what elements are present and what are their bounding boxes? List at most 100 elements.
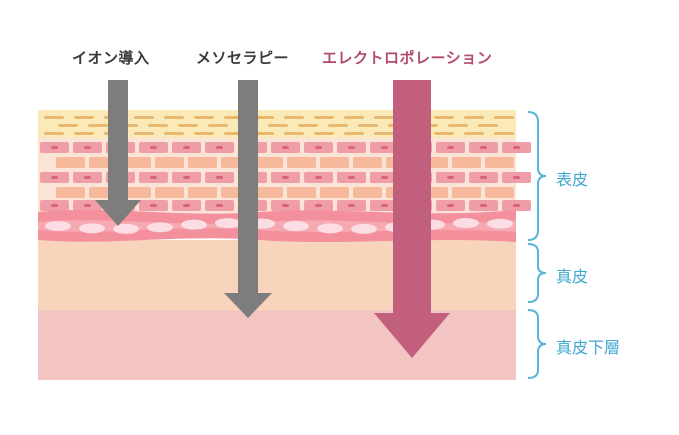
corneum-dash [268,124,288,127]
basal-cell [181,219,207,230]
brick-nucleus [282,176,289,179]
corneum-dash [134,132,154,135]
brick-nucleus [216,146,223,149]
brick-nucleus [381,146,388,149]
corneum-dash [254,116,274,119]
brick-nucleus [150,146,157,149]
epidermis-brick [254,157,283,168]
brick-nucleus [381,176,388,179]
brick-nucleus [480,176,487,179]
brick-nucleus [282,204,289,207]
basal-cell [215,218,241,229]
brick-nucleus [348,204,355,207]
corneum-dash [74,116,94,119]
epidermis-brick [155,187,184,198]
brick-nucleus [183,176,190,179]
bracket-subdermis [527,309,547,379]
brick-nucleus [51,204,58,207]
epidermis-brick [353,187,382,198]
corneum-dash [358,124,378,127]
arrow-ion-introduction [95,80,141,226]
corneum-dash [284,132,304,135]
basal-cell [79,223,105,234]
brick-nucleus [315,204,322,207]
basal-cell [351,223,377,234]
corneum-dash [344,116,364,119]
corneum-dash [74,132,94,135]
brick-nucleus [315,176,322,179]
label-electroporation: エレクトロポレーション [322,49,493,67]
epidermis-brick [254,187,283,198]
brick-nucleus [381,204,388,207]
basal-cell [147,222,173,233]
brick-nucleus [447,176,454,179]
epidermis-brick [122,157,151,168]
arrow-electroporation [374,80,450,358]
corneum-dash [464,132,484,135]
bracket-dermis [527,243,547,303]
epidermis-brick [485,187,514,198]
corneum-dash [464,116,484,119]
brick-nucleus [150,204,157,207]
brick-nucleus [513,176,520,179]
corneum-dash [374,116,394,119]
epidermis-brick [188,157,217,168]
brick-nucleus [183,204,190,207]
corneum-dash [164,132,184,135]
basal-cell [317,223,343,234]
epidermis-brick [155,157,184,168]
epidermis-brick [122,187,151,198]
bracket-epidermis [527,111,547,241]
corneum-dash [178,124,198,127]
brick-nucleus [84,176,91,179]
dermis-layer [38,240,516,310]
corneum-dash [284,116,304,119]
brick-nucleus [84,204,91,207]
brick-nucleus [84,146,91,149]
brick-nucleus [447,204,454,207]
basal-cell [113,223,139,234]
corneum-dash [344,132,364,135]
brick-nucleus [216,176,223,179]
epidermis-brick [56,157,85,168]
corneum-dash [208,124,228,127]
corneum-dash [298,124,318,127]
basal-cell [45,221,71,231]
corneum-dash [434,132,454,135]
brick-nucleus [51,146,58,149]
corneum-dash [434,116,454,119]
corneum-dash [494,116,514,119]
epidermis-brick [287,157,316,168]
corneum-dash [44,132,64,135]
label-epidermis: 表皮 [556,170,589,189]
brick-nucleus [447,146,454,149]
brick-nucleus [348,146,355,149]
corneum-dash [44,116,64,119]
label-ion-introduction: イオン導入 [72,49,150,67]
corneum-dash [164,116,184,119]
epidermis-brick [452,187,481,198]
brick-nucleus [480,204,487,207]
arrow-mesotherapy [224,80,272,318]
corneum-dash [494,132,514,135]
brick-nucleus [480,146,487,149]
epidermis-brick [188,187,217,198]
brick-nucleus [315,146,322,149]
corneum-dash [478,124,498,127]
corneum-dash [254,132,274,135]
basal-cell [453,218,479,229]
brick-nucleus [348,176,355,179]
corneum-dash [194,116,214,119]
corneum-dash [328,124,348,127]
brick-nucleus [513,146,520,149]
brick-nucleus [150,176,157,179]
basal-cell [283,221,309,232]
label-dermis: 真皮 [556,267,589,286]
corneum-dash [134,116,154,119]
epidermis-brick [320,187,349,198]
corneum-dash [448,124,468,127]
brick-nucleus [216,204,223,207]
epidermis-brick [320,157,349,168]
epidermis-bricks [40,142,531,211]
